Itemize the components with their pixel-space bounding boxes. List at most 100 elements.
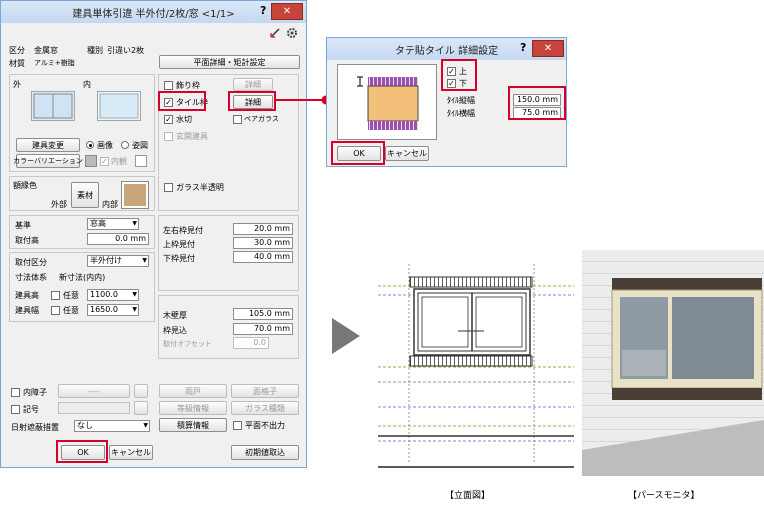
zaishitsu-value: アルミ+樹脂 bbox=[34, 59, 75, 67]
kazari-label: 飾り枠 bbox=[176, 81, 200, 90]
tile-height-input[interactable]: 150.0 mm bbox=[513, 94, 561, 106]
offset-label: 取付オフセット bbox=[163, 340, 212, 348]
help-icon[interactable]: ? bbox=[260, 4, 267, 17]
material-button[interactable]: 素材 bbox=[71, 182, 99, 208]
tile-detail-button[interactable]: 詳細 bbox=[233, 95, 273, 109]
mizukiri-checkbox[interactable]: ✓ bbox=[164, 115, 173, 124]
glass-type-button[interactable]: ガラス種類 bbox=[231, 401, 299, 415]
lr-frame-input[interactable]: 20.0 mm bbox=[233, 223, 293, 235]
glass-semi-checkbox[interactable] bbox=[164, 183, 173, 192]
height-free-checkbox[interactable] bbox=[51, 291, 60, 300]
shade-select[interactable]: なし bbox=[74, 420, 150, 432]
frame-color-swatch[interactable] bbox=[121, 181, 149, 209]
tile-bottom-checkbox[interactable]: ✓ bbox=[447, 79, 456, 88]
highlight-ok-button bbox=[56, 440, 108, 463]
plan-no-output-label: 平面不出力 bbox=[245, 421, 285, 430]
inner-shoji-label: 内障子 bbox=[23, 388, 47, 397]
highlight-top-bottom bbox=[441, 59, 477, 91]
menkoushi-button[interactable]: 面格子 bbox=[231, 384, 299, 398]
change-fitting-button[interactable]: 建具変更 bbox=[16, 138, 80, 152]
perspective-view bbox=[582, 250, 764, 476]
width-free-label: 任意 bbox=[63, 306, 79, 315]
kazari-checkbox[interactable] bbox=[164, 81, 173, 90]
kubun-value: 金属窓 bbox=[34, 46, 58, 55]
tile-bottom-label: 下 bbox=[459, 79, 467, 88]
highlight-tile-size bbox=[508, 86, 566, 120]
toritsuke-kubun-label: 取付区分 bbox=[15, 258, 47, 267]
toritsuke-kubun-select[interactable]: 半外付け bbox=[87, 255, 149, 267]
seal-info-button[interactable]: 等級情報 bbox=[159, 401, 227, 415]
symbol-extra-button[interactable] bbox=[134, 401, 148, 415]
gear-icon[interactable] bbox=[286, 27, 298, 39]
top-frame-input[interactable]: 30.0 mm bbox=[233, 237, 293, 249]
tile-ok-button[interactable]: OK bbox=[337, 146, 381, 161]
offset-input[interactable]: 0.0 bbox=[233, 337, 269, 349]
inner-view-label: 内観 bbox=[111, 157, 127, 166]
frame-depth-input[interactable]: 70.0 mm bbox=[233, 323, 293, 335]
inner-view-checkbox[interactable]: ✓ bbox=[100, 157, 109, 166]
shubetsu-value: 引違い2枚 bbox=[107, 46, 145, 55]
tile-dialog-title: タテ貼タイル 詳細設定 bbox=[327, 38, 566, 60]
lr-frame-label: 左右枠見付 bbox=[163, 226, 203, 235]
ok-button[interactable]: OK bbox=[61, 445, 105, 460]
outside-label: 外 bbox=[13, 80, 21, 89]
width-free-checkbox[interactable] bbox=[51, 306, 60, 315]
tile-top-checkbox[interactable]: ✓ bbox=[447, 67, 456, 76]
radio-image-label: 画像 bbox=[97, 141, 113, 150]
symbol-input[interactable] bbox=[58, 402, 130, 414]
plan-no-output-checkbox[interactable] bbox=[233, 421, 242, 430]
bottom-frame-input[interactable]: 40.0 mm bbox=[233, 251, 293, 263]
toritsukedaka-input[interactable]: 0.0 mm bbox=[87, 233, 149, 245]
amado-button[interactable]: 雨戸 bbox=[159, 384, 227, 398]
elevation-drawing bbox=[378, 264, 574, 468]
inside-label: 内 bbox=[83, 80, 91, 89]
cancel-button[interactable]: キャンセル bbox=[109, 445, 153, 460]
tile-help-icon[interactable]: ? bbox=[520, 41, 527, 54]
sunpou-label: 寸法体系 bbox=[15, 273, 47, 282]
shubetsu-label: 種別 bbox=[87, 46, 103, 55]
sekisan-button[interactable]: 積算情報 bbox=[159, 418, 227, 432]
inner-shoji-select-button[interactable]: ---- bbox=[58, 384, 130, 398]
kijun-select[interactable]: 窓高 bbox=[87, 218, 139, 230]
zaishitsu-label: 材質 bbox=[9, 59, 25, 68]
height-label: 建具高 bbox=[15, 291, 39, 300]
dialog-title: 建具単体引違 半外付/2枚/窓 <1/1> bbox=[1, 1, 306, 23]
pick-icon[interactable] bbox=[269, 27, 281, 39]
radio-image[interactable] bbox=[86, 141, 94, 149]
initial-button[interactable]: 初期値取込 bbox=[231, 445, 299, 460]
height-select[interactable]: 1100.0 bbox=[87, 289, 139, 301]
tile-width-label: ﾀｲﾙ横幅 bbox=[447, 109, 475, 118]
inner-shoji-checkbox[interactable] bbox=[11, 388, 20, 397]
outside-window-image bbox=[31, 91, 75, 121]
tile-label: タイル枠 bbox=[176, 98, 208, 107]
tile-dialog: タテ貼タイル 詳細設定 ? ✕ ✓ 上 ✓ 下 ﾀｲﾙ縦幅 150.0 mm ﾀ… bbox=[326, 37, 567, 167]
symbol-checkbox[interactable] bbox=[11, 405, 20, 414]
wall-thickness-input[interactable]: 105.0 mm bbox=[233, 308, 293, 320]
plan-detail-button[interactable]: 平面詳細・矩計設定 bbox=[159, 55, 300, 69]
height-free-label: 任意 bbox=[63, 291, 79, 300]
inner-shoji-extra-button[interactable] bbox=[134, 384, 148, 398]
highlight-detail-button bbox=[228, 91, 276, 111]
top-frame-label: 上枠見付 bbox=[163, 240, 195, 249]
tile-preview bbox=[337, 64, 437, 140]
shade-label: 日射遮蔽措置 bbox=[11, 423, 59, 432]
tile-checkbox[interactable]: ✓ bbox=[164, 98, 173, 107]
symbol-label: 記号 bbox=[23, 405, 39, 414]
outside-part-label: 外部 bbox=[51, 200, 67, 209]
tile-close-button[interactable]: ✕ bbox=[532, 40, 564, 57]
pair-glass-checkbox[interactable] bbox=[233, 115, 242, 124]
toritsukedaka-label: 取付高 bbox=[15, 236, 39, 245]
genkan-checkbox[interactable] bbox=[164, 132, 173, 141]
kazari-detail-button[interactable]: 詳細 bbox=[233, 78, 273, 91]
width-label: 建具幅 bbox=[15, 306, 39, 315]
close-button[interactable]: ✕ bbox=[271, 3, 303, 20]
tile-top-label: 上 bbox=[459, 67, 467, 76]
frame-depth-label: 枠見込 bbox=[163, 326, 187, 335]
inside-window-image bbox=[97, 91, 141, 121]
color-variation-button[interactable]: カラーバリエーション bbox=[13, 154, 83, 168]
tile-cancel-button[interactable]: キャンセル bbox=[385, 146, 429, 161]
width-select[interactable]: 1650.0 bbox=[87, 304, 139, 316]
bottom-frame-label: 下枠見付 bbox=[163, 254, 195, 263]
radio-figure[interactable] bbox=[121, 141, 129, 149]
kubun-label: 区分 bbox=[9, 46, 25, 55]
